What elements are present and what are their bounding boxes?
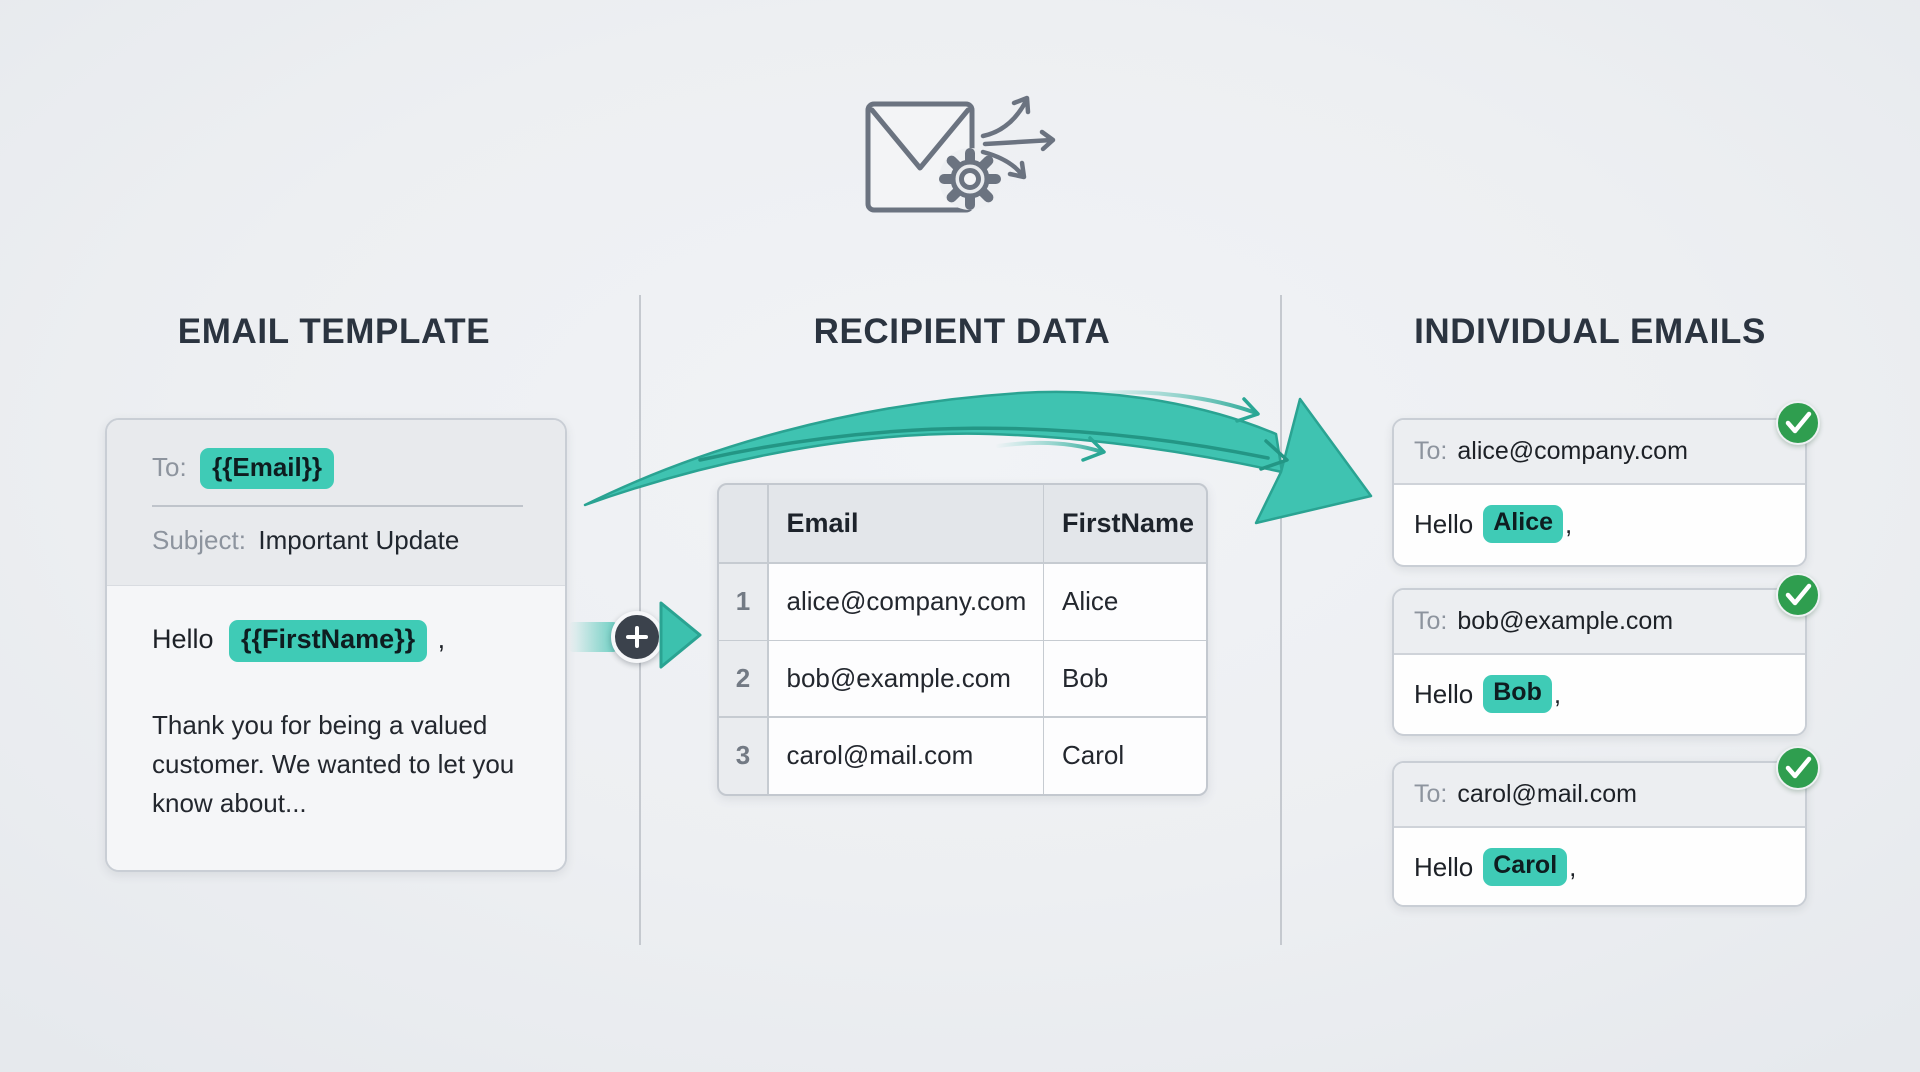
email-to-row: To: alice@company.com: [1394, 420, 1805, 485]
greeting-prefix: Hello: [1414, 508, 1474, 539]
merged-name-chip: Carol: [1483, 848, 1568, 886]
template-subject-row: Subject: Important Update: [152, 525, 523, 556]
success-badge-3: [1776, 746, 1820, 790]
cell-email: bob@example.com: [768, 641, 1043, 716]
cell-email: carol@mail.com: [768, 717, 1043, 794]
email-greeting: Hello Alice ,: [1394, 485, 1805, 563]
to-label: To:: [1414, 437, 1448, 465]
email-card-alice: To: alice@company.com Hello Alice ,: [1392, 418, 1807, 567]
fan-out-arrows-icon: [980, 95, 1056, 180]
cell-firstname: Carol: [1044, 717, 1206, 794]
row-number: 1: [719, 563, 767, 640]
to-label: To:: [152, 452, 187, 482]
mail-merge-icon: [865, 95, 1056, 213]
to-address: alice@company.com: [1457, 437, 1688, 465]
column-divider-right: [1280, 295, 1282, 945]
success-badge-2: [1776, 573, 1820, 617]
greeting-suffix: ,: [1553, 678, 1562, 709]
firstname-variable-chip: {{FirstName}}: [229, 620, 428, 662]
greeting-suffix: ,: [437, 624, 446, 654]
merge-arrowhead: [1254, 397, 1373, 525]
motion-arrow-middle: [996, 436, 1106, 462]
merge-inner-arrow: [698, 426, 1289, 471]
greeting-prefix: Hello: [1414, 851, 1474, 882]
gear-icon: [939, 148, 1001, 210]
heading-individual-emails: INDIVIDUAL EMAILS: [1414, 312, 1766, 351]
template-header: To: {{Email}} Subject: Important Update: [107, 420, 565, 585]
template-header-divider: [152, 504, 523, 507]
to-label: To:: [1414, 607, 1448, 635]
cell-email: alice@company.com: [768, 563, 1043, 640]
success-badge-1: [1776, 401, 1820, 445]
heading-recipient-data: RECIPIENT DATA: [813, 312, 1111, 351]
col-header-firstname: FirstName: [1044, 485, 1206, 562]
greeting-prefix: Hello: [152, 624, 214, 654]
heading-email-template: EMAIL TEMPLATE: [177, 312, 491, 351]
corner-header-cell: [719, 485, 767, 562]
plus-icon: [611, 611, 663, 663]
to-address: carol@mail.com: [1457, 780, 1637, 808]
email-to-row: To: carol@mail.com: [1394, 763, 1805, 828]
email-card-bob: To: bob@example.com Hello Bob ,: [1392, 588, 1807, 736]
merged-name-chip: Bob: [1483, 675, 1552, 713]
email-greeting: Hello Carol ,: [1394, 828, 1805, 905]
email-to-row: To: bob@example.com: [1394, 590, 1805, 655]
row-number: 3: [719, 717, 767, 794]
greeting-suffix: ,: [1565, 508, 1573, 539]
motion-arrow-top: [1086, 390, 1260, 423]
greeting-suffix: ,: [1569, 851, 1577, 882]
recipient-table: Email FirstName 1 alice@company.com Alic…: [717, 483, 1208, 796]
email-card-carol: To: carol@mail.com Hello Carol ,: [1392, 761, 1807, 907]
subject-value: Important Update: [258, 524, 460, 555]
envelope-icon: [865, 101, 975, 213]
merge-trail: [569, 622, 617, 652]
greeting-prefix: Hello: [1414, 678, 1474, 709]
template-to-row: To: {{Email}}: [152, 448, 523, 489]
col-header-email: Email: [768, 485, 1043, 562]
email-greeting: Hello Bob ,: [1394, 655, 1805, 733]
cell-firstname: Bob: [1044, 641, 1206, 716]
email-template-card: To: {{Email}} Subject: Important Update …: [105, 418, 567, 872]
row-number: 2: [719, 641, 767, 716]
merged-name-chip: Alice: [1483, 505, 1564, 543]
subject-label: Subject:: [152, 524, 246, 555]
template-body-text: Thank you for being a valued customer. W…: [152, 709, 515, 818]
plus-arrowhead-icon: [659, 601, 702, 669]
template-greeting: Hello {{FirstName}} ,: [152, 620, 527, 662]
template-body: Hello {{FirstName}} , Thank you for bein…: [107, 585, 565, 870]
cell-firstname: Alice: [1044, 563, 1206, 640]
to-label: To:: [1414, 780, 1448, 808]
email-variable-chip: {{Email}}: [200, 448, 334, 489]
to-address: bob@example.com: [1457, 607, 1674, 635]
